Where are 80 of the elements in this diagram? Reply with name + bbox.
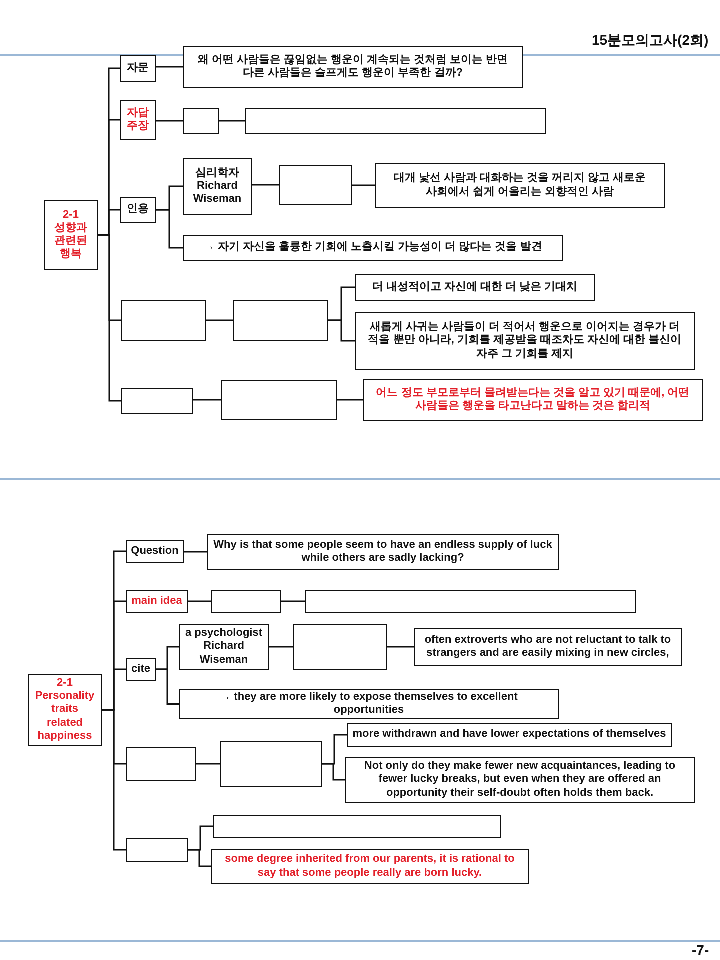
box-text: 대개 낯선 사람과 대화하는 것을 꺼리지 않고 새로운 사회에서 쉽게 어울리는 외향적인 사람 <box>392 172 648 199</box>
text-box <box>345 757 695 803</box>
text-box <box>355 274 595 301</box>
empty-box <box>183 108 219 134</box>
text-box <box>363 379 703 421</box>
box-text: cite <box>132 662 150 676</box>
connector-line <box>322 763 345 781</box>
empty-box <box>213 815 501 838</box>
connector-line <box>156 120 183 122</box>
box-text: 더 내성적이고 자신에 대한 더 낮은 기대치 <box>372 280 578 294</box>
connector-line <box>328 320 355 342</box>
box-text: 2-1 성향과 관련된 행복 <box>54 208 88 262</box>
connector-line <box>387 646 414 648</box>
page-header: 15분모의고사(2회) <box>592 32 709 50</box>
text-box <box>28 674 102 746</box>
text-box <box>120 197 156 223</box>
text-box <box>183 158 252 215</box>
empty-box <box>126 747 196 781</box>
box-text: 자답 주장 <box>126 106 150 134</box>
text-box <box>375 163 665 208</box>
box-text: 새롭게 사귀는 사람들이 더 적어서 행운으로 이어지는 경우가 더 적을 뿐만 아니라, 기회를 제공받을 때조차도 자신에 대한 불신이 자주 그 기회를 제지 <box>367 321 683 361</box>
text-box <box>183 46 523 88</box>
connector-line <box>98 234 121 402</box>
connector-line <box>337 399 363 401</box>
connector-line <box>156 66 183 68</box>
connector-line <box>281 600 305 602</box>
box-text: 인용 <box>127 203 149 217</box>
text-box <box>183 235 563 261</box>
text-box <box>207 534 559 570</box>
box-text: Question <box>131 544 179 558</box>
empty-box <box>121 300 206 341</box>
empty-box <box>233 300 328 341</box>
text-box <box>126 540 184 563</box>
connector-line <box>196 763 220 765</box>
text-box <box>355 312 695 370</box>
connector-line <box>188 849 211 868</box>
connector-line <box>269 646 293 648</box>
text-box <box>414 628 682 666</box>
empty-box <box>121 388 193 414</box>
connector-line <box>156 209 183 249</box>
empty-box <box>221 380 337 420</box>
empty-box <box>126 838 188 862</box>
connector-line <box>193 399 221 401</box>
text-box <box>120 55 156 82</box>
box-text: more withdrawn and have lower expectations of themselves <box>352 728 666 742</box>
box-text: → 자기 자신을 훌륭한 기회에 노출시킬 가능성이 더 많다는 것을 발견 <box>204 241 542 255</box>
box-text: Why is that some people seem to have an endless supply of luck while others are sadly lacking? <box>212 538 554 566</box>
connector-line <box>184 551 207 553</box>
text-box <box>347 723 672 747</box>
empty-box <box>293 624 387 670</box>
box-text: a psychologist Richard Wiseman <box>184 627 264 667</box>
box-text: 왜 어떤 사람들은 끊임없는 행운이 계속되는 것처럼 보이는 반면 다른 사람들은 슬프게도 행운이 부족한 걸까? <box>196 54 510 80</box>
empty-box <box>305 590 636 613</box>
empty-box <box>211 590 281 613</box>
box-text: main idea <box>132 594 182 608</box>
text-box <box>179 689 559 720</box>
box-text: some degree inherited from our parents, it is rational to say that some people really are born lucky. <box>224 853 516 880</box>
empty-box <box>245 108 546 134</box>
box-text: often extroverts who are not reluctant to talk to strangers and are easily mixing in new circles, <box>424 634 672 660</box>
connector-line <box>252 184 279 186</box>
connector-line <box>188 600 211 602</box>
page-number: -7- <box>692 942 710 958</box>
box-text: 심리학자 Richard Wiseman <box>192 166 243 206</box>
text-box <box>126 590 188 613</box>
text-box <box>126 658 156 681</box>
box-text: 어느 정도 부모로부터 물려받는다는 것을 알고 있기 때문에, 어떤 사람들은 행운을 타고난다고 말하는 것은 합리적 <box>375 386 691 414</box>
connector-line <box>206 320 233 322</box>
box-text: → they are more likely to expose themselves to excellent opportunities <box>219 691 519 718</box>
box-text: 자문 <box>127 62 149 76</box>
box-text: 2-1 Personality traits related happiness <box>34 677 96 743</box>
connector-line <box>219 120 245 122</box>
text-box <box>120 100 156 140</box>
box-text: Not only do they make fewer new acquaintances, leading to fewer lucky breaks, but even when they are offered an opportunity their self-doubt often holds them back. <box>363 760 677 800</box>
connector-line <box>352 184 375 186</box>
text-box <box>44 200 98 270</box>
connector-line <box>102 709 126 851</box>
empty-box <box>220 741 322 787</box>
text-box <box>211 849 529 884</box>
connector-line <box>156 668 179 705</box>
empty-box <box>279 165 352 205</box>
